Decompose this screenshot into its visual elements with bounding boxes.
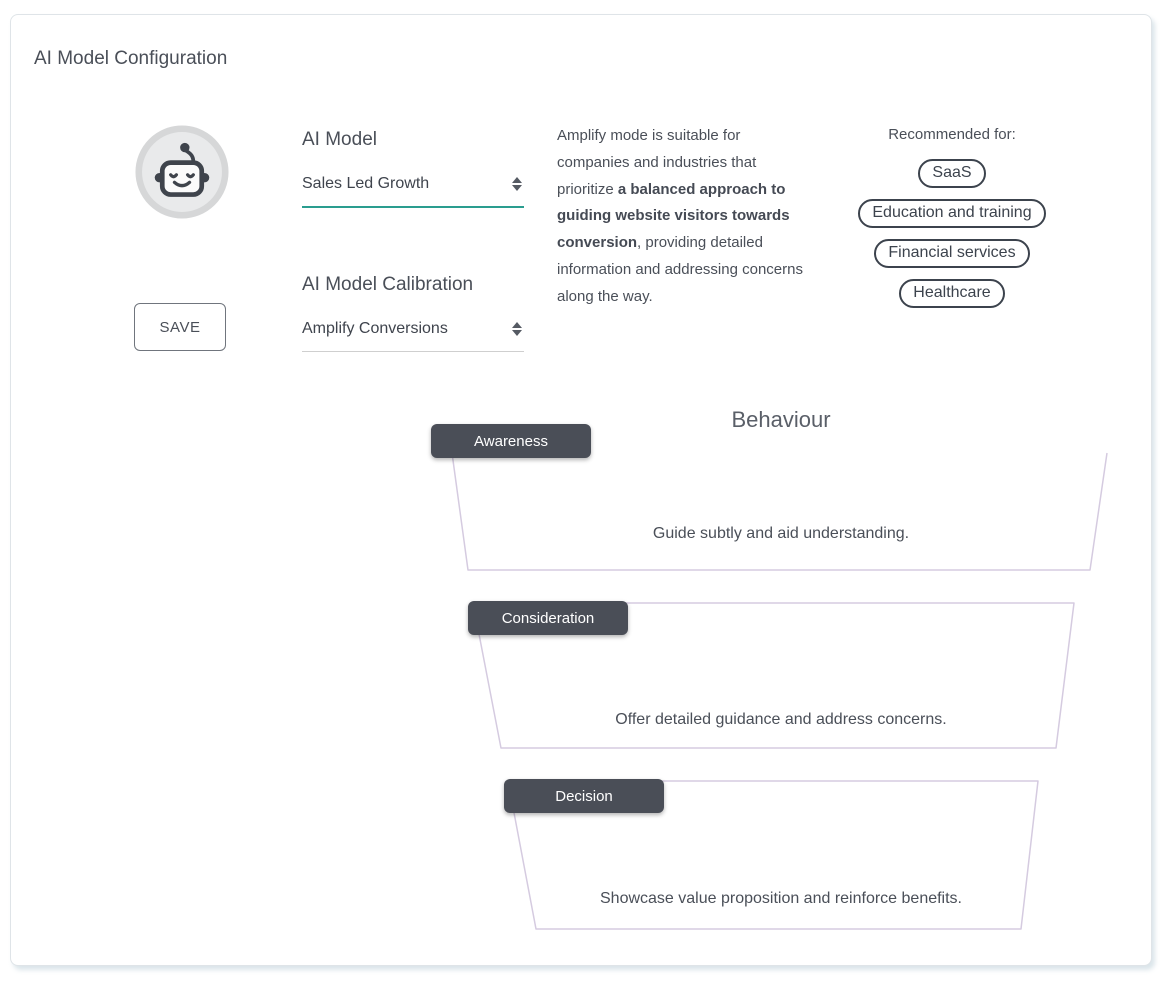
save-button[interactable]: SAVE <box>134 303 226 351</box>
ai-model-value: Sales Led Growth <box>302 175 430 192</box>
stage-caption-awareness: Guide subtly and aid understanding. <box>652 525 910 542</box>
ai-model-label: AI Model <box>302 129 377 150</box>
stage-caption-decision: Showcase value proposition and reinforce… <box>600 890 962 907</box>
calibration-field: AI Model Calibration Amplify Conversions <box>302 274 524 352</box>
industry-pill: Education and training <box>858 199 1046 228</box>
ai-model-configuration-card: AI Model Configuration SAVE AI Model Sal… <box>10 14 1152 966</box>
select-arrows-icon <box>512 322 522 336</box>
industry-pill: Healthcare <box>899 279 1005 308</box>
select-arrows-icon <box>512 177 522 191</box>
behaviour-funnel-diagram <box>451 452 1108 930</box>
funnel-stage-awareness-shape <box>451 452 1108 571</box>
avatar <box>135 125 229 219</box>
page-title: AI Model Configuration <box>34 48 228 69</box>
stage-badge-decision: Decision <box>504 779 664 813</box>
stage-badge-awareness: Awareness <box>431 424 591 458</box>
stage-caption-consideration: Offer detailed guidance and address conc… <box>615 711 947 728</box>
ai-model-field: AI Model Sales Led Growth <box>302 129 524 208</box>
ai-model-select[interactable]: Sales Led Growth <box>302 175 524 208</box>
robot-icon <box>135 125 229 219</box>
calibration-select[interactable]: Amplify Conversions <box>302 320 524 352</box>
funnel-stage-decision-shape <box>507 780 1039 930</box>
stage-badge-consideration: Consideration <box>468 601 628 635</box>
recommended-section: Recommended for: SaaS Education and train… <box>837 126 1067 308</box>
calibration-value: Amplify Conversions <box>302 320 448 337</box>
industry-pill: Financial services <box>874 239 1030 268</box>
behaviour-title: Behaviour <box>731 407 831 432</box>
recommended-label: Recommended for: <box>888 126 1016 143</box>
calibration-label: AI Model Calibration <box>302 274 474 295</box>
funnel-stage-consideration-shape <box>472 602 1075 749</box>
industry-pill: SaaS <box>918 159 986 188</box>
mode-description: Amplify mode is suitable for companies a… <box>557 127 803 305</box>
